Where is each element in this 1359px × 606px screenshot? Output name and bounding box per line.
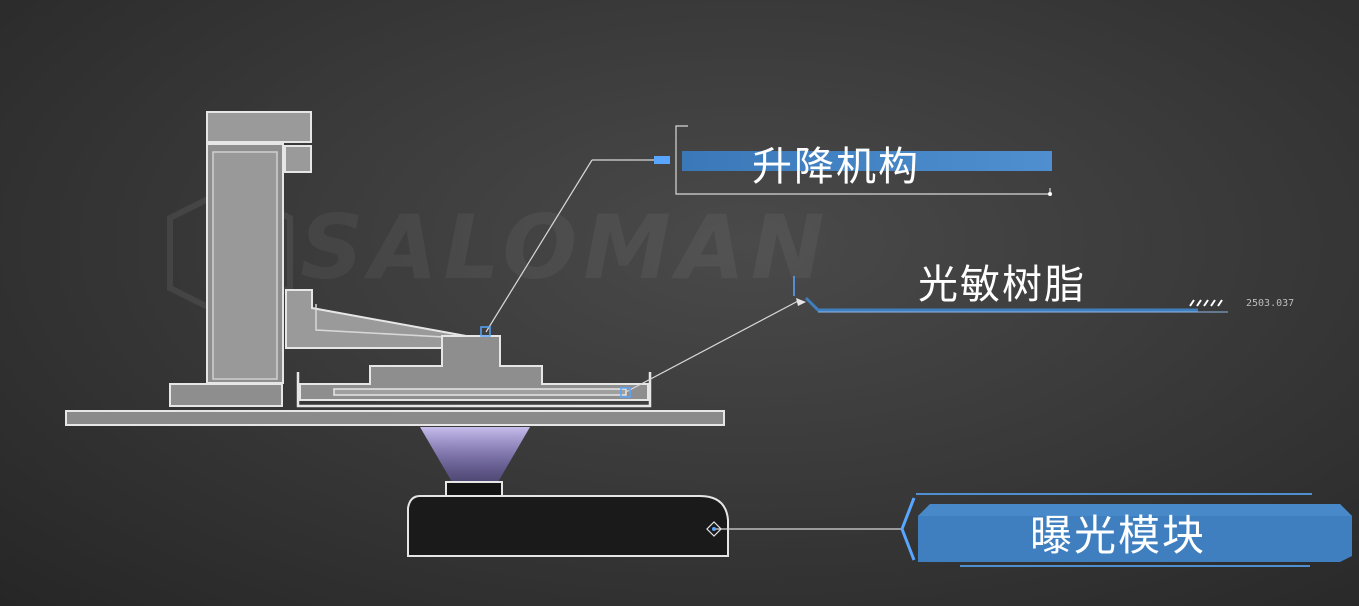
printed-part xyxy=(299,335,649,401)
callout-photosensitive-resin xyxy=(620,276,1228,398)
resin-leader-line xyxy=(625,299,801,393)
motor-side-knob xyxy=(284,145,312,173)
base-plate xyxy=(65,410,725,426)
lift-column-inner xyxy=(212,151,278,380)
exposure-left-chevron xyxy=(900,497,916,561)
exposure-anchor-marker xyxy=(706,521,722,537)
resin-vat xyxy=(296,372,652,408)
resin-code-text: 2503.037 xyxy=(1246,298,1295,309)
lift-leader-line xyxy=(485,159,593,333)
resin-anchor-marker xyxy=(620,387,631,398)
arm-slope-detail xyxy=(315,304,463,339)
saloman-watermark: SALOMAN xyxy=(300,196,831,299)
exposure-module-body xyxy=(407,495,729,557)
resin-underline xyxy=(804,296,1198,312)
label-lift-mechanism: 升降机构 xyxy=(752,144,920,190)
callout-lift-mechanism xyxy=(480,125,1052,337)
motor-top-block xyxy=(206,111,312,143)
vat-film xyxy=(333,388,627,396)
label-photosensitive-resin: 光敏树脂 xyxy=(918,262,1086,308)
callout-exposure-module xyxy=(706,493,1352,567)
uv-light-cone xyxy=(420,427,530,482)
lift-label-bar xyxy=(682,151,1052,171)
exposure-label-panel xyxy=(918,504,1352,562)
lcd-screen xyxy=(445,481,503,497)
lift-connector xyxy=(654,156,670,164)
lift-bracket-dot xyxy=(1048,192,1052,196)
label-exposure-module: 曝光模块 xyxy=(1030,511,1207,560)
resin-arrow-tip xyxy=(796,298,806,306)
exposure-label-panel-shade xyxy=(918,504,1352,516)
column-foot xyxy=(169,383,283,407)
lift-anchor-marker xyxy=(480,326,491,337)
build-platform-arm xyxy=(285,289,467,349)
resin-hatch-marks xyxy=(1189,299,1223,307)
